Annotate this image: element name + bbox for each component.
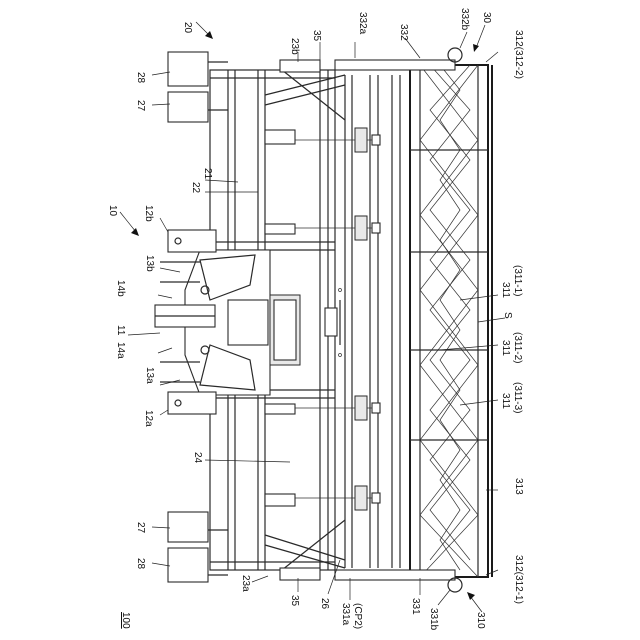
label-21: 21 (202, 168, 213, 180)
label-22: 22 (190, 182, 201, 194)
label-10: 10 (107, 205, 118, 217)
label-13a: 13a (144, 367, 155, 384)
label-310: 310 (475, 612, 486, 629)
label-13b: 13b (144, 255, 155, 272)
label-331b: 331b (428, 608, 439, 631)
label-331a: 331a (340, 603, 351, 626)
label-S: S (502, 312, 513, 319)
label-311-1: (311-1) (512, 265, 523, 297)
label-24: 24 (192, 452, 203, 464)
label-14b: 14b (115, 280, 126, 297)
label-23b: 23b (289, 38, 300, 55)
figure-number: 100 (120, 612, 131, 629)
label-14a: 14a (115, 342, 126, 359)
label-312-1: 312(312-1) (513, 555, 524, 604)
label-311-3: (311-3) (512, 382, 523, 414)
label-23a: 23a (240, 575, 251, 592)
label-35-bottom: 35 (289, 595, 300, 607)
tine-row-3 (285, 396, 380, 420)
label-26: 26 (319, 598, 330, 610)
label-12b: 12b (143, 205, 154, 222)
label-27-top: 27 (135, 100, 146, 112)
roller-arms (280, 48, 462, 592)
hitch-assembly (155, 250, 342, 395)
label-313: 313 (513, 478, 524, 495)
label-28-top: 28 (135, 72, 146, 84)
label-311-2: (311-2) (512, 332, 523, 364)
label-12a: 12a (143, 410, 154, 427)
label-311-a: 311 (500, 282, 511, 298)
tine-row-4 (285, 486, 380, 510)
label-332b: 332b (459, 8, 470, 31)
label-30: 30 (481, 12, 492, 24)
tine-row-1 (285, 128, 380, 152)
label-27-bottom: 27 (135, 522, 146, 534)
label-331: 331 (410, 598, 421, 615)
label-20: 20 (182, 22, 193, 34)
label-11: 11 (115, 325, 126, 336)
label-311-b: 311 (500, 340, 511, 356)
label-332: 332 (398, 24, 409, 41)
label-28-bottom: 28 (135, 558, 146, 570)
label-332a: 332a (357, 12, 368, 35)
label-35-top: 35 (311, 30, 322, 42)
label-312-2: 312(312-2) (513, 30, 524, 79)
tine-row-2 (285, 216, 380, 240)
roller-cage (410, 65, 492, 577)
label-cp2: (CP2) (352, 603, 363, 629)
label-311-c: 311 (500, 393, 511, 409)
